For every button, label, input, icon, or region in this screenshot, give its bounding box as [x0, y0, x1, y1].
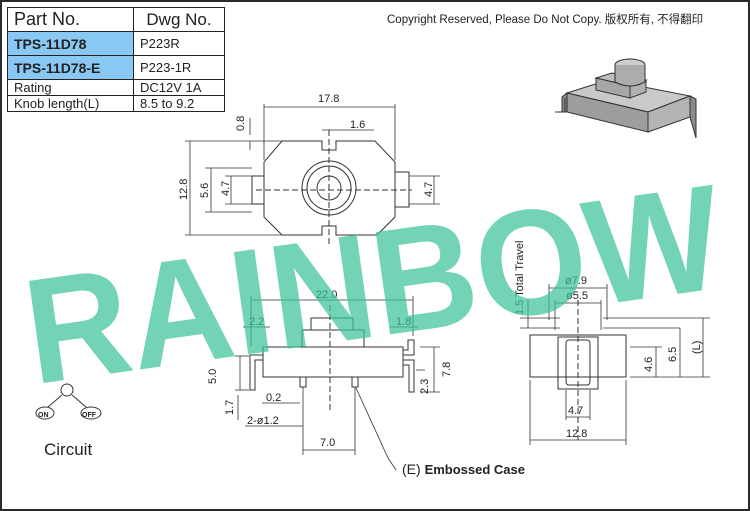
dim-dia-7-9: ø7.9: [565, 275, 587, 287]
dim-22-0: 22.0: [316, 289, 337, 301]
dim-4-6: 4.6: [643, 357, 655, 372]
dim-5-6: 5.6: [199, 183, 211, 198]
circuit-off-label: OFF: [82, 412, 97, 419]
front-view-dimension-lines: [235, 296, 440, 471]
embossed-label: Embossed Case: [424, 462, 525, 477]
side-view-outline: [529, 300, 627, 440]
switch-3d-render-icon: [555, 58, 697, 139]
part-number: TPS-11D78: [7, 31, 134, 56]
dim-6-5: 6.5: [667, 347, 679, 362]
top-view-dimension-lines: [185, 104, 440, 236]
dim-4-7-left: 4.7: [220, 181, 232, 196]
dim-2-3: 2.3: [419, 379, 431, 394]
part-number: TPS-11D78-E: [7, 55, 134, 80]
dim-7-0: 7.0: [320, 437, 335, 449]
copyright-notice: Copyright Reserved, Please Do Not Copy. …: [387, 14, 704, 26]
dim-dia-5-5: ø5.5: [566, 290, 588, 302]
front-view-outline: [249, 305, 415, 410]
side-view-dimension-lines: [520, 284, 710, 445]
rating-value: DC12V 1A: [133, 79, 225, 96]
circuit-label: Circuit: [44, 440, 93, 459]
embossed-case-note: (E) Embossed Case: [402, 461, 525, 477]
dim-7-8: 7.8: [441, 362, 453, 377]
top-view-outline: [251, 130, 412, 245]
dim-0-8: 0.8: [235, 116, 247, 131]
spec-table-row: TPS-11D78 P223R: [7, 31, 225, 56]
dim-12-8: 12.8: [178, 179, 190, 200]
dwg-no-header: Dwg No.: [133, 7, 225, 32]
spec-table-header: Part No. Dwg No.: [7, 7, 225, 32]
dim-holes: 2-ø1.2: [247, 415, 279, 427]
spec-table-row: Knob length(L) 8.5 to 9.2: [7, 95, 225, 112]
dim-1-7: 1.7: [224, 400, 236, 415]
spec-table-row: TPS-11D78-E P223-1R: [7, 55, 225, 80]
dim-1-6: 1.6: [350, 119, 365, 131]
knob-length-value: 8.5 to 9.2: [133, 95, 225, 112]
dim-1-8: 1.8: [396, 316, 411, 328]
dim-5-0: 5.0: [207, 369, 219, 384]
embossed-prefix: (E): [402, 461, 421, 477]
circuit-on-label: ON: [38, 412, 49, 419]
spec-table: Part No. Dwg No. TPS-11D78 P223R TPS-11D…: [7, 7, 225, 112]
dim-side-12-8: 12.8: [566, 428, 587, 440]
knob-length-label: Knob length(L): [7, 95, 134, 112]
spec-table-row: Rating DC12V 1A: [7, 79, 225, 96]
dim-width-17-8: 17.8: [318, 93, 339, 105]
dim-2-2: 2.2: [249, 316, 264, 328]
dim-total-travel: 1.5 Total Travel: [514, 241, 526, 315]
dim-4-7-right: 4.7: [423, 182, 435, 197]
drawing-number: P223-1R: [133, 55, 225, 80]
dim-side-4-7: 4.7: [568, 405, 583, 417]
circuit-symbol: [35, 383, 102, 420]
rating-label: Rating: [7, 79, 134, 96]
dim-knob-length: (L): [691, 341, 703, 354]
dim-0-2: 0.2: [266, 392, 281, 404]
rainbow-watermark: RAINBOW: [15, 152, 732, 416]
